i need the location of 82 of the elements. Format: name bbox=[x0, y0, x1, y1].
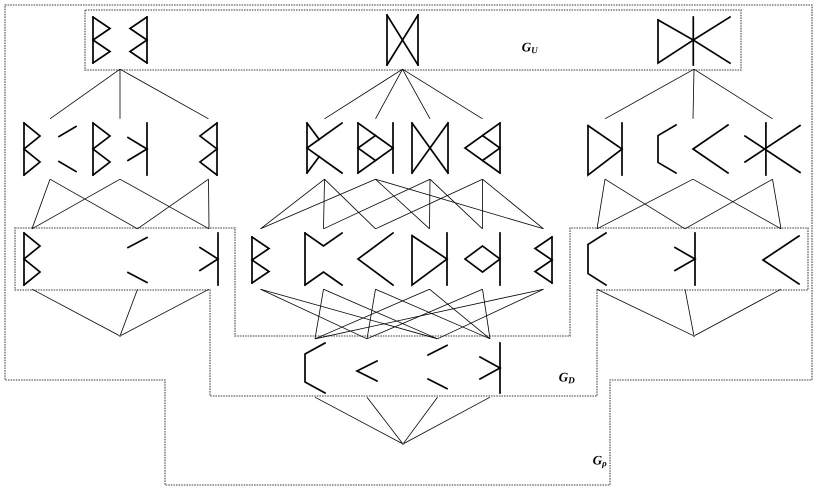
connector-line bbox=[482, 288, 490, 340]
connector-line bbox=[403, 396, 438, 444]
graph-drawing bbox=[533, 236, 554, 284]
graph-drawing bbox=[674, 232, 697, 286]
connector-line bbox=[692, 178, 782, 230]
graph-drawing bbox=[304, 342, 326, 394]
graph-drawing bbox=[464, 232, 502, 286]
graph-drawing bbox=[587, 232, 607, 286]
graph-drawing bbox=[22, 232, 42, 286]
graph-drawing bbox=[411, 122, 449, 174]
connector-line bbox=[120, 68, 209, 120]
connector-line bbox=[684, 178, 773, 230]
graph-drawing bbox=[304, 232, 343, 286]
connector-line bbox=[694, 68, 773, 120]
connector-line bbox=[429, 288, 490, 340]
connector-line bbox=[403, 396, 490, 444]
connector-line bbox=[482, 178, 483, 230]
connector-line bbox=[482, 178, 544, 230]
connector-line bbox=[366, 288, 376, 340]
connector-line bbox=[314, 396, 403, 444]
connector-line bbox=[137, 178, 209, 230]
graph-drawing bbox=[22, 122, 77, 176]
connector-line bbox=[260, 178, 325, 230]
connector-line bbox=[684, 288, 694, 336]
graph-drawing bbox=[356, 232, 394, 286]
graph-drawing bbox=[91, 16, 149, 64]
graph-drawing bbox=[411, 232, 448, 287]
connector-line bbox=[402, 68, 430, 120]
graph-drawing bbox=[427, 344, 448, 390]
connector-line bbox=[314, 288, 544, 340]
graph-drawing bbox=[386, 14, 419, 66]
connector-line bbox=[323, 178, 325, 230]
connector-line bbox=[375, 178, 544, 230]
region-label: G$_{D}$ bbox=[559, 372, 575, 384]
connector-line bbox=[429, 178, 430, 230]
graph-drawing bbox=[199, 232, 220, 286]
graph-drawing bbox=[250, 236, 271, 284]
connector-line bbox=[596, 178, 694, 230]
graph-drawing bbox=[744, 122, 801, 176]
connector-line bbox=[692, 68, 694, 120]
graph-drawing bbox=[356, 122, 394, 174]
connector-line bbox=[260, 178, 376, 230]
connector-line bbox=[375, 68, 403, 120]
connector-line bbox=[437, 288, 544, 340]
connector-line bbox=[323, 178, 430, 230]
graph-drawing bbox=[306, 122, 343, 174]
graph-drawing bbox=[657, 16, 731, 66]
connector-line bbox=[375, 178, 430, 230]
region-label: G$_{ρ}$ bbox=[593, 456, 606, 468]
graph-drawing bbox=[127, 236, 148, 284]
connector-line bbox=[596, 178, 606, 230]
connector-line bbox=[260, 288, 438, 340]
connector-line bbox=[32, 178, 50, 230]
connector-line bbox=[32, 178, 120, 230]
connector-line bbox=[120, 288, 138, 336]
connector-line bbox=[604, 68, 694, 120]
connector-line bbox=[32, 288, 120, 336]
connector-line bbox=[375, 178, 483, 230]
connector-line bbox=[366, 396, 403, 444]
connector-line bbox=[430, 178, 483, 230]
graph-drawing bbox=[587, 122, 624, 177]
connector-line bbox=[120, 178, 210, 230]
graph-drawing bbox=[355, 360, 378, 382]
connector-line bbox=[402, 68, 483, 120]
connector-line bbox=[596, 288, 694, 336]
connector-line bbox=[208, 178, 210, 230]
connector-line bbox=[772, 178, 782, 230]
connector-line bbox=[50, 68, 120, 120]
graph-drawing bbox=[92, 122, 149, 176]
connector-line bbox=[260, 288, 368, 340]
graph-drawing bbox=[761, 235, 800, 285]
graph-drawing bbox=[479, 342, 502, 394]
graph-drawing bbox=[657, 124, 729, 174]
connector-line bbox=[694, 288, 782, 336]
connector-line bbox=[314, 288, 324, 340]
graph-drawing bbox=[198, 122, 218, 176]
region-label: G$_{U}$ bbox=[522, 42, 538, 54]
connector-line bbox=[604, 178, 686, 230]
connector-line bbox=[324, 68, 403, 120]
graph-drawing bbox=[464, 122, 502, 174]
connector-line bbox=[324, 178, 376, 230]
connector-line bbox=[50, 178, 138, 230]
